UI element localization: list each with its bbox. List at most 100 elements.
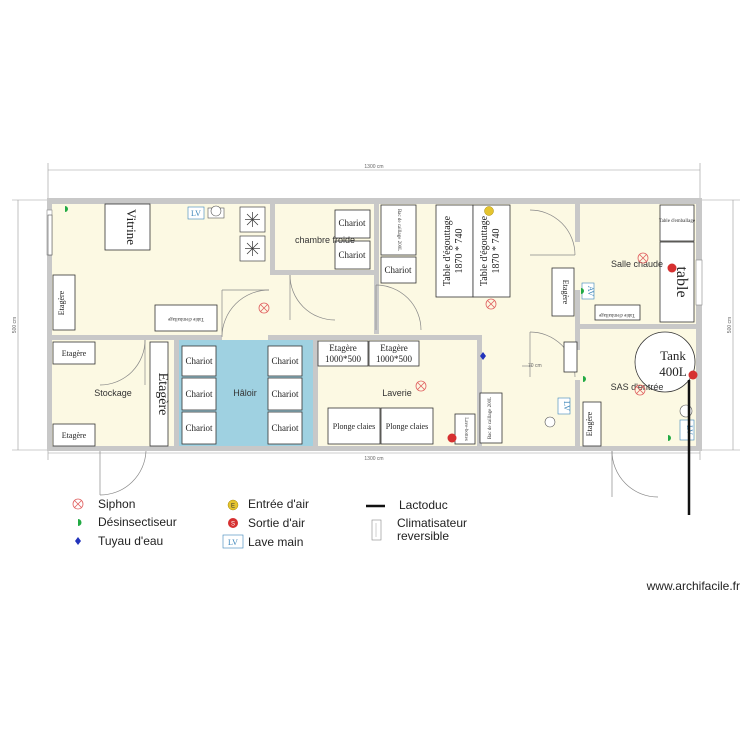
lave-bottes-label: Lave-bottes — [463, 417, 468, 441]
chariot-label: Chariot — [186, 356, 213, 366]
chariot-label: Chariot — [272, 389, 299, 399]
etagere-1000-line1: Etagère — [329, 343, 356, 353]
room-stockage: Stockage — [94, 388, 132, 398]
legend-tuyau: Tuyau d'eau — [75, 534, 163, 548]
bac-caillage-2 — [479, 392, 503, 444]
lv-label: LV — [191, 209, 201, 218]
chariot-label: Chariot — [186, 389, 213, 399]
table-big — [659, 241, 695, 323]
svg-text:Entrée d'air: Entrée d'air — [248, 497, 309, 511]
tank — [634, 331, 696, 393]
etagere-stockage-top — [52, 341, 96, 365]
etagere-stockage-label: Etagère — [62, 431, 87, 440]
table-emballage-label: Table d'emballage — [167, 316, 204, 321]
table-egouttage-line1: Table d'égouttage — [479, 215, 490, 286]
etagere-big — [149, 341, 169, 447]
vitrine-label: Vitrine — [124, 209, 139, 245]
desinsectiseur-icon — [78, 519, 82, 526]
table-egouttage-line1: Table d'égouttage — [442, 215, 453, 286]
table-label: table — [673, 266, 690, 297]
svg-text:Lactoduc: Lactoduc — [399, 498, 448, 512]
chariot — [181, 345, 217, 377]
chariot — [334, 240, 371, 270]
doors — [99, 209, 659, 498]
left-height-label: 500 cm — [12, 317, 18, 333]
chariot — [181, 411, 217, 445]
lave-main-icon — [222, 534, 244, 549]
etagere-1000 — [368, 340, 420, 367]
lave-bottes — [454, 413, 476, 445]
chariot-label: Chariot — [385, 265, 412, 275]
lave-main-sign — [187, 206, 205, 220]
right-height-label: 500 cm — [727, 317, 733, 333]
bottom-width-label: 1300 cm — [364, 456, 383, 462]
etagere-1000-line1: Etagère — [380, 343, 407, 353]
room-chambre-froide: chambre froide — [295, 235, 355, 245]
chariot-label: Chariot — [272, 423, 299, 433]
bac-caillage — [380, 204, 417, 256]
svg-text:Désinsectiseur: Désinsectiseur — [98, 515, 177, 529]
etagere-1000 — [317, 340, 369, 367]
clim-icon — [371, 519, 382, 541]
table-emballage-small-label: Table d'emballage — [598, 312, 635, 317]
room-salle-chaude: Salle chaude — [611, 259, 663, 269]
door-width-label: 70 cm — [528, 363, 542, 369]
furniture — [52, 203, 696, 447]
plonge-label: Plonge claies — [333, 422, 375, 431]
legend-sortie-air: S Sortie d'air — [228, 516, 305, 530]
chariot — [267, 345, 303, 377]
legend-clim: Climatisateur reversible — [371, 516, 467, 543]
legend-lave-main: LV Lave main — [222, 534, 303, 549]
svg-text:Lave main: Lave main — [248, 535, 303, 549]
etagere-cuve — [551, 267, 575, 317]
bac-caillage-label: Bac de caillage 200L — [488, 397, 493, 439]
table-emballage-small — [594, 304, 641, 321]
tank-line2: 400L — [659, 364, 687, 379]
av-label: AV — [586, 286, 595, 297]
etagere-left — [52, 274, 76, 331]
etagere-sas-label: Etagère — [585, 411, 594, 436]
svg-text:reversible: reversible — [397, 529, 449, 543]
table-emballage — [154, 304, 218, 332]
etagere-1000-line2: 1000*500 — [376, 354, 413, 364]
cold-units — [239, 206, 266, 262]
legend-entree-air: E Entrée d'air — [227, 497, 309, 511]
table-egouttage-line2: 1870 * 740 — [454, 229, 465, 274]
table-small — [659, 204, 695, 242]
chariot — [380, 256, 417, 284]
chariot-label: Chariot — [339, 218, 366, 228]
chariot-label: Chariot — [272, 356, 299, 366]
chariot — [267, 411, 303, 445]
etagere-stockage-label: Etagère — [62, 349, 87, 358]
etagere-stockage-bottom — [52, 423, 96, 447]
etagere-cuve-label: Etagère — [561, 280, 570, 305]
chariot — [334, 209, 371, 239]
tank-line1: Tank — [660, 348, 686, 363]
top-width-label: 1300 cm — [364, 164, 383, 170]
svg-text:Sortie d'air: Sortie d'air — [248, 516, 305, 530]
chariot-label: Chariot — [186, 423, 213, 433]
plan-symbols — [65, 206, 698, 515]
air-outlet-icon — [228, 518, 238, 528]
table-small-label: Table d'emballage — [659, 219, 696, 224]
clim-circle — [210, 205, 222, 217]
walls — [47, 198, 702, 451]
bac-caillage-label: Bac de caillage 200L — [396, 209, 401, 251]
air-inlet-icon — [227, 499, 239, 511]
svg-text:Climatisateur: Climatisateur — [397, 516, 467, 530]
chariot-label: Chariot — [339, 250, 366, 260]
legend-desinsectiseur: Désinsectiseur — [78, 515, 177, 529]
chariot — [267, 377, 303, 411]
plonge-claies — [380, 407, 434, 445]
etagere-left-label: Etagère — [57, 290, 66, 315]
svg-text:Tuyau d'eau: Tuyau d'eau — [98, 534, 163, 548]
svg-text:S: S — [231, 522, 235, 528]
etagere-sas — [582, 401, 602, 447]
legend: Siphon Désinsectiseur Tuyau d'eau E Entr… — [72, 497, 467, 549]
vitrine — [104, 203, 151, 251]
plonge-claies — [327, 407, 381, 445]
room-haloir: Hâloir — [233, 388, 257, 398]
etagere-big-label: Etagère — [155, 373, 170, 416]
furniture-labels: Vitrine Table d'emballage Etagère Etagèr… — [57, 209, 696, 441]
